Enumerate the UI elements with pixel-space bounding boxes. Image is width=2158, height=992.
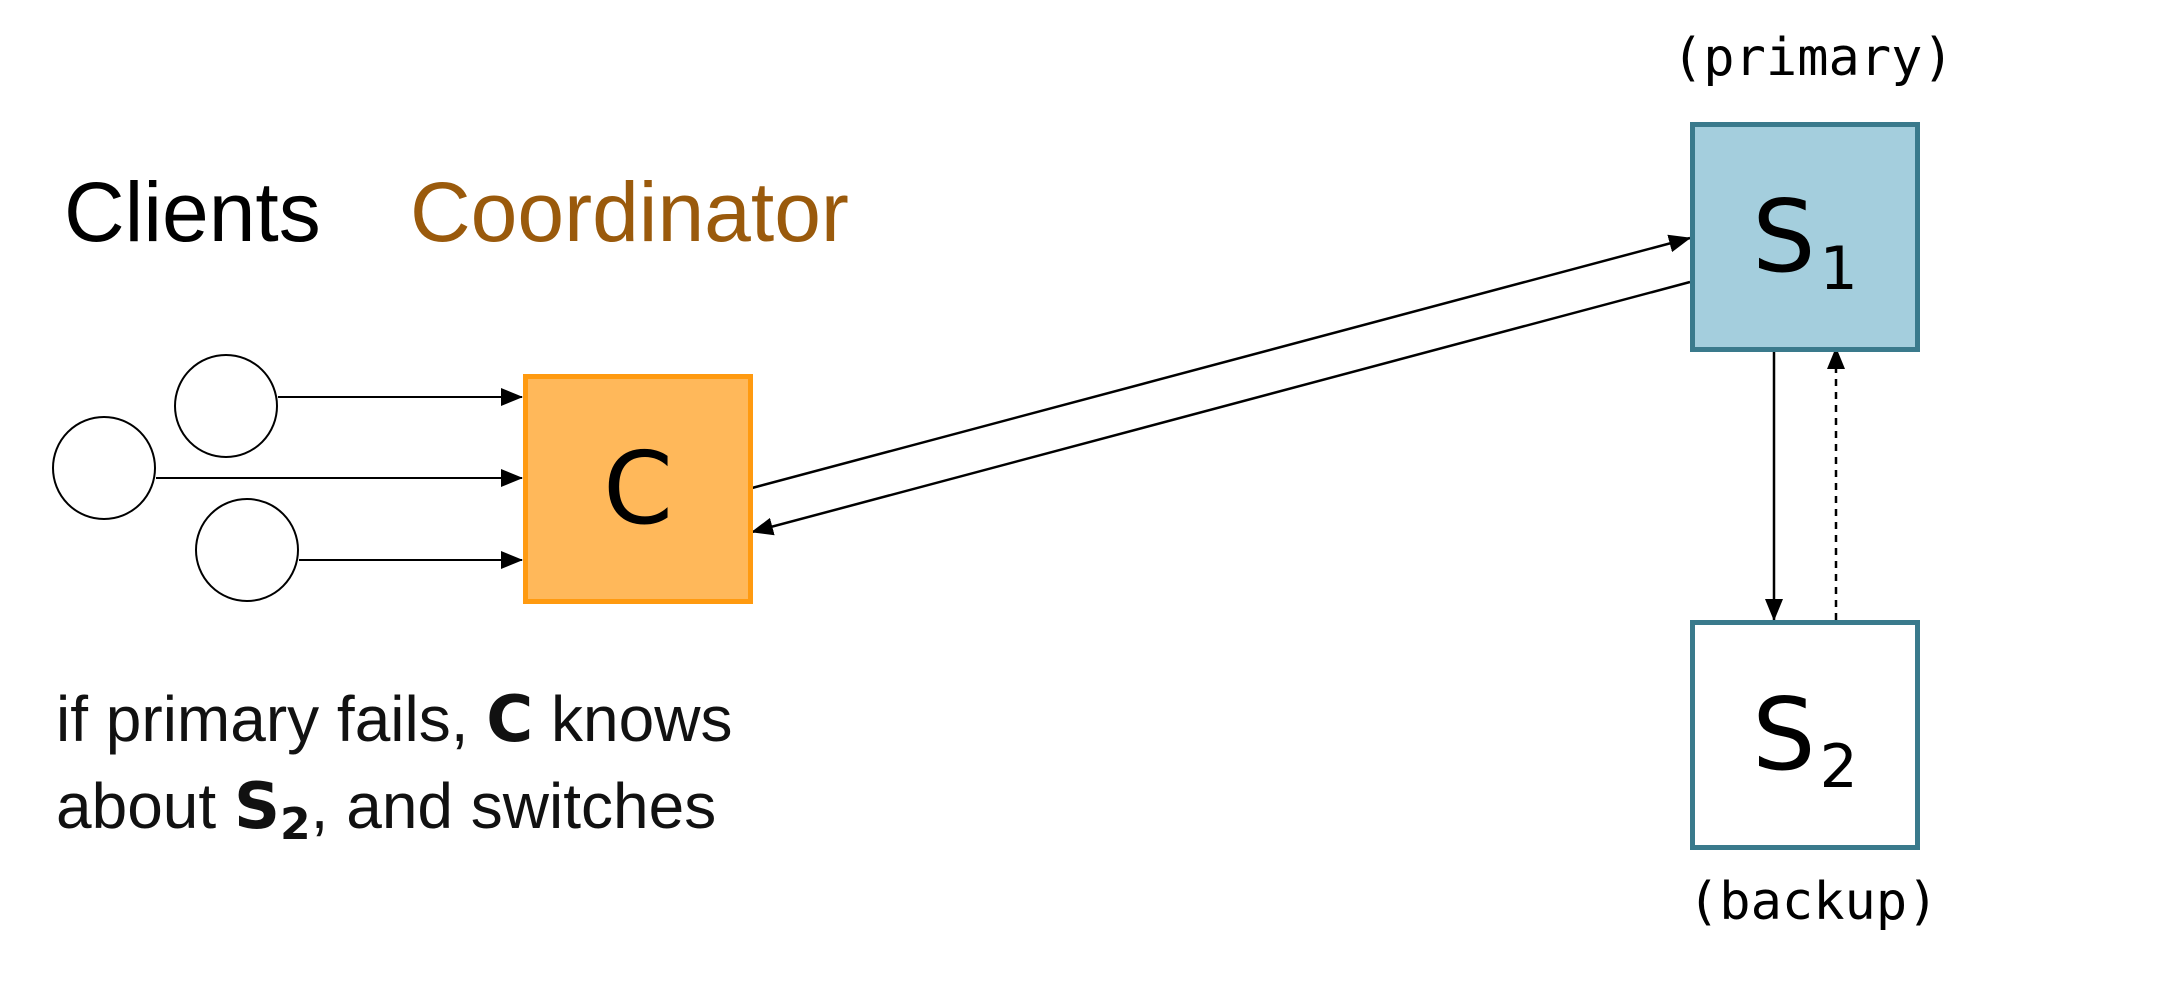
primary-label: (primary) <box>1672 28 1954 88</box>
s1-to-coordinator-arrow <box>751 280 1691 536</box>
coordinator-box: C <box>523 374 753 604</box>
backup-label: (backup) <box>1688 872 1939 932</box>
coordinator-box-label: C <box>603 430 673 547</box>
failover-note-line-2: about S2, and switches <box>56 770 717 850</box>
client-node-1 <box>174 354 278 458</box>
coordinator-heading: Coordinator <box>410 165 849 259</box>
s1-label: S1 <box>1752 178 1858 304</box>
failover-note: if primary fails, C knows about S2, and … <box>56 676 732 857</box>
s2-label: S2 <box>1752 676 1858 802</box>
s1-server-box: S1 <box>1690 122 1920 352</box>
client-node-3 <box>195 498 299 602</box>
s2-server-box: S2 <box>1690 620 1920 850</box>
failover-note-line-1: if primary fails, C knows <box>56 683 733 757</box>
clients-heading: Clients <box>64 165 321 259</box>
coordinator-to-s1-arrow <box>751 234 1691 490</box>
client-node-2 <box>52 416 156 520</box>
